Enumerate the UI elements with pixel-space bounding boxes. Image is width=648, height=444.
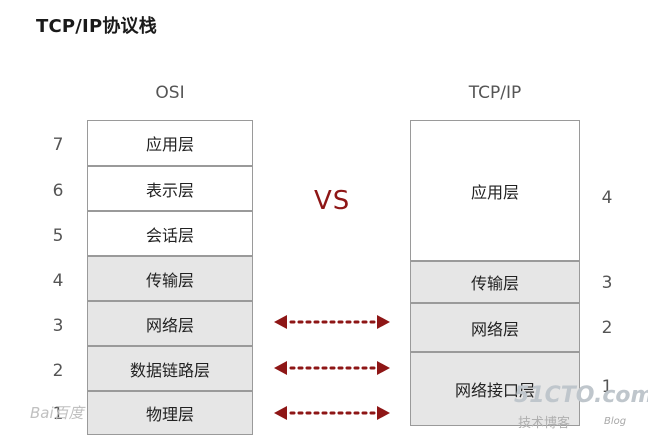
tcpip-layer-1-number: 1 bbox=[601, 377, 613, 397]
osi-layer-6-number: 6 bbox=[52, 181, 64, 201]
osi-layer-datalink: 数据链路层 bbox=[87, 346, 253, 391]
51cto-watermark-blog: Blog bbox=[604, 416, 627, 427]
physical-layer-arrow bbox=[274, 406, 390, 420]
osi-layer-3-number: 3 bbox=[52, 316, 64, 336]
osi-layer-presentation: 表示层 bbox=[87, 166, 253, 211]
osi-layer-application: 应用层 bbox=[87, 120, 253, 166]
osi-layer-label: 应用层 bbox=[145, 135, 194, 154]
page-title: TCP/IP协议栈 bbox=[36, 16, 157, 37]
osi-layer-1-number: 1 bbox=[52, 404, 64, 424]
vs-label: VS bbox=[314, 186, 351, 216]
tcpip-layer-label: 网络接口层 bbox=[454, 381, 535, 400]
tcpip-layer-label: 传输层 bbox=[470, 274, 519, 293]
tcpip-layer-4-number: 4 bbox=[601, 188, 613, 208]
tcpip-layer-label: 网络层 bbox=[470, 319, 519, 339]
tcpip-layer-2-number: 2 bbox=[601, 318, 613, 338]
tcpip-header: TCP/IP bbox=[468, 83, 522, 103]
osi-layer-7-number: 7 bbox=[52, 135, 64, 155]
tcpip-layer-network-interface: 网络接口层 bbox=[410, 352, 580, 426]
osi-layer-label: 会话层 bbox=[145, 225, 194, 245]
osi-layer-label: 物理层 bbox=[145, 405, 194, 424]
tcpip-layer-application: 应用层 bbox=[410, 120, 580, 261]
osi-layer-label: 传输层 bbox=[145, 270, 194, 290]
osi-layer-label: 表示层 bbox=[145, 180, 194, 200]
baidu-watermark: Bai百度 bbox=[30, 404, 84, 422]
51cto-watermark: 51CTO.com bbox=[514, 383, 648, 408]
datalink-layer-arrow bbox=[274, 361, 390, 375]
osi-layer-label: 数据链路层 bbox=[129, 360, 210, 380]
tcpip-layer-label: 应用层 bbox=[470, 182, 519, 202]
osi-layer-2-number: 2 bbox=[52, 361, 64, 381]
osi-layer-session: 会话层 bbox=[87, 211, 253, 256]
osi-layer-physical: 物理层 bbox=[87, 391, 253, 435]
tcpip-layer-network: 网络层 bbox=[410, 303, 580, 352]
osi-layer-network: 网络层 bbox=[87, 301, 253, 346]
tcpip-layer-transport: 传输层 bbox=[410, 261, 580, 303]
51cto-watermark-subtitle: 技术博客 bbox=[518, 416, 571, 431]
osi-layer-4-number: 4 bbox=[52, 271, 64, 291]
tcpip-layer-3-number: 3 bbox=[601, 273, 613, 293]
osi-layer-5-number: 5 bbox=[52, 226, 64, 246]
network-layer-arrow bbox=[274, 315, 390, 329]
osi-layer-transport: 传输层 bbox=[87, 256, 253, 301]
osi-layer-label: 网络层 bbox=[145, 315, 194, 335]
osi-header: OSI bbox=[155, 83, 185, 103]
